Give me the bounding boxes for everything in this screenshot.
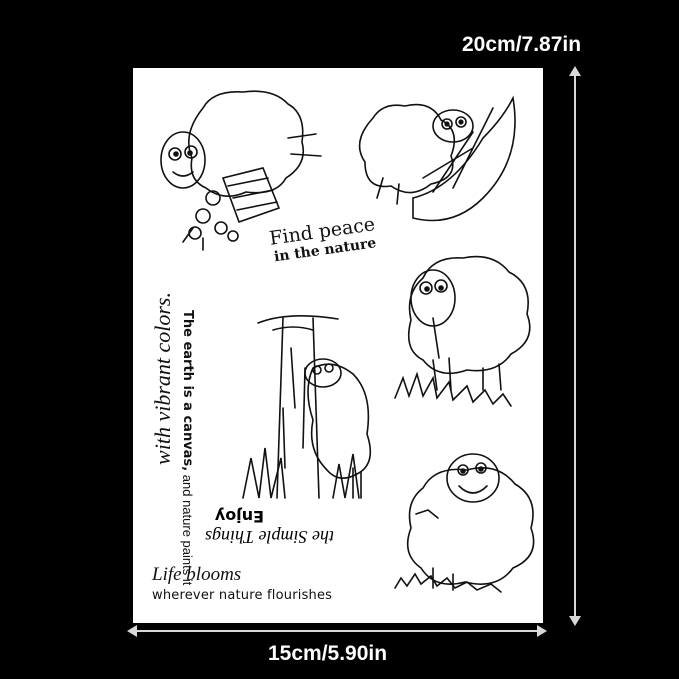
arrow-up-icon [569,66,581,76]
enjoy-script: the Simple Things [205,527,334,547]
stamp-illustrations [160,90,535,593]
earth-line1: The earth is a canvas, [180,310,195,472]
sheep-flower-basket-illustration [160,90,322,251]
wherever-nature-stamp: wherever nature flourishes [152,588,333,603]
stamp-sheet [133,68,543,623]
width-dimension-line [133,630,543,632]
sheep-smiling-illustration [394,453,535,593]
height-dimension-line [574,70,576,622]
arrow-right-icon [537,625,547,637]
enjoy-simple-things-stamp: the Simple Things Enjoy [205,507,334,547]
enjoy-word: Enjoy [214,507,264,526]
sheep-tree-illustration [242,315,372,499]
sheep-umbrella-illustration [358,95,516,222]
sheep-eating-grass-illustration [394,255,531,407]
arrow-left-icon [127,625,137,637]
earth-line2: and nature paints it [180,474,195,586]
height-label: 20cm/7.87in [462,33,582,56]
life-blooms-stamp: Life blooms [152,564,242,585]
width-label: 15cm/5.90in [268,642,388,665]
earth-script-stamp: with vibrant colors. [150,292,175,465]
earth-canvas-stamp: The earth is a canvas, and nature paints… [178,310,196,585]
arrow-down-icon [569,616,581,626]
